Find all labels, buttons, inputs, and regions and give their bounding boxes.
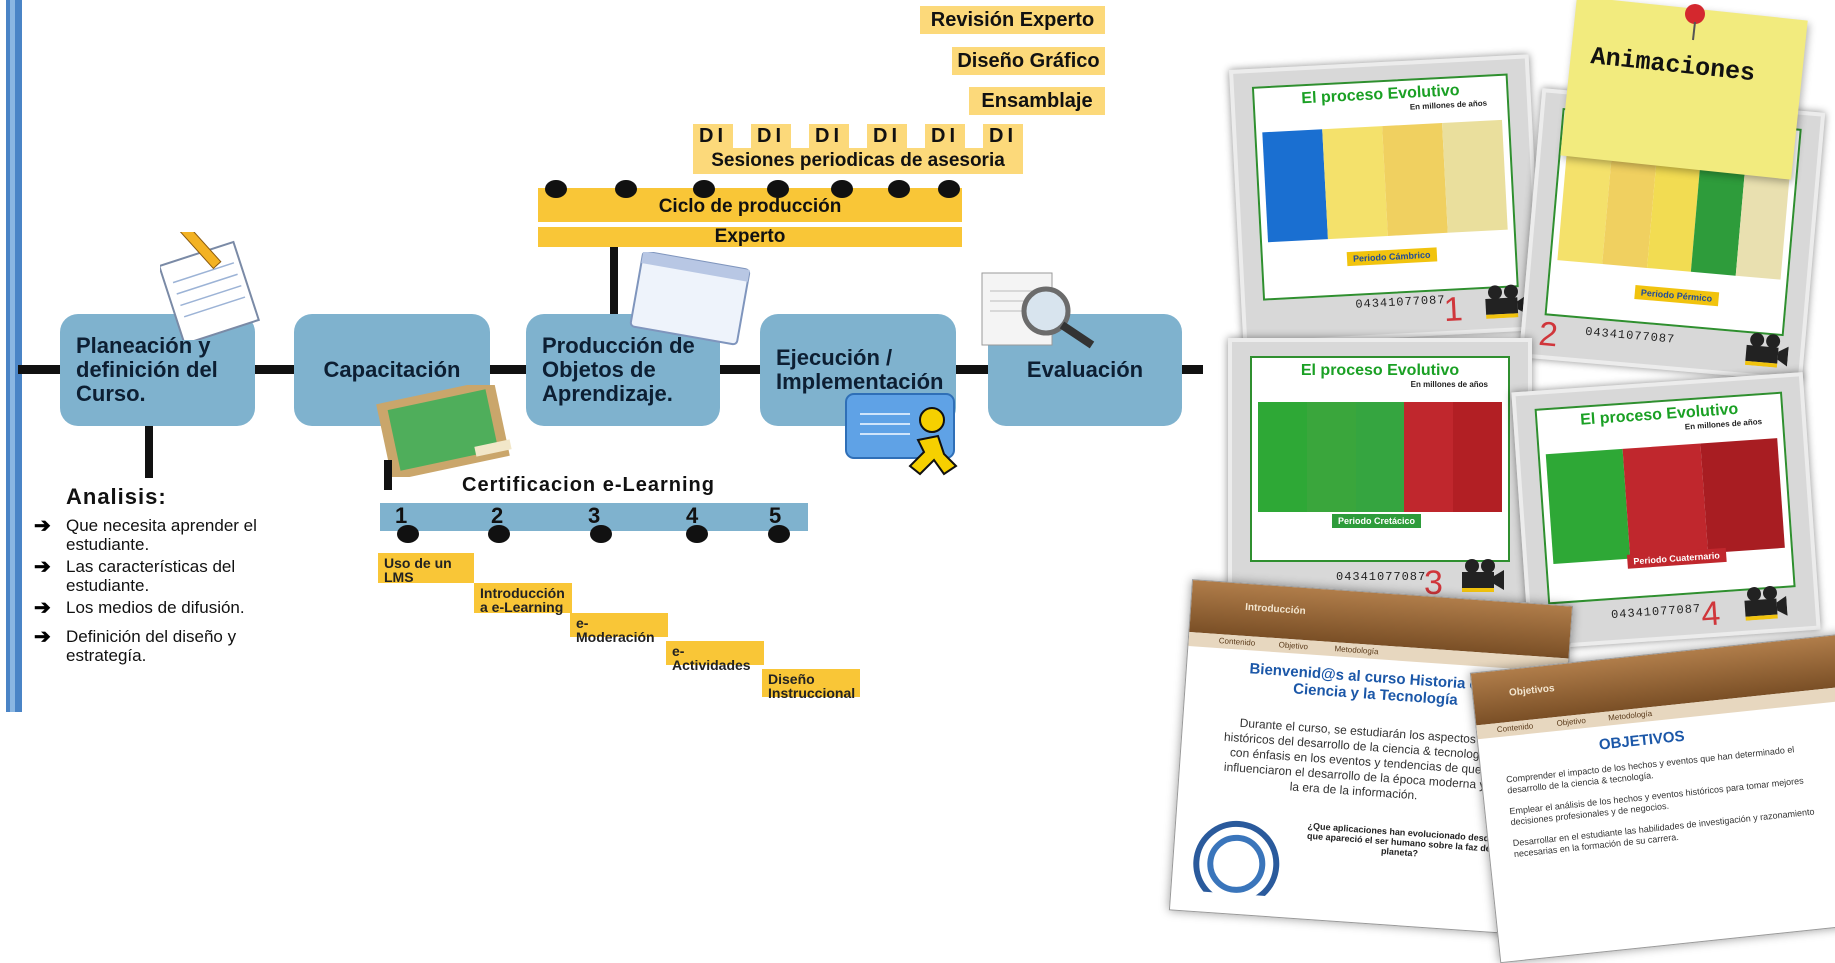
- swirl-decoration: [1193, 820, 1280, 898]
- card-cells: [1258, 402, 1502, 512]
- card-screen: El proceso Evolutivo En millones de años…: [1534, 391, 1796, 605]
- cert-number: 5: [769, 503, 782, 528]
- card-cells: [1545, 438, 1785, 564]
- tab-metodologia[interactable]: Metodología: [1607, 708, 1653, 723]
- timeline-dot: [693, 180, 715, 198]
- card-number: 4: [1700, 594, 1722, 634]
- cert-dot: [488, 525, 510, 543]
- cert-dot: [768, 525, 790, 543]
- analisis-item-text: Las características del estudiante.: [66, 557, 236, 595]
- connector-line: [145, 426, 153, 478]
- certificacion-title: Certificacion e-Learning: [462, 474, 715, 496]
- cert-dot: [686, 525, 708, 543]
- tab-contenido[interactable]: Contenido: [1496, 721, 1534, 735]
- animation-card-3: El proceso Evolutivo En millones de años…: [1228, 338, 1532, 606]
- card-code: 04341077087: [1355, 293, 1446, 312]
- connector-line: [610, 247, 618, 315]
- cert-number: 1: [395, 503, 408, 528]
- arrow-right-icon: ➔: [34, 597, 51, 619]
- cert-step-lms: Uso de un LMS: [378, 553, 474, 584]
- analisis-item-text: Que necesita aprender el estudiante.: [66, 516, 257, 554]
- card-number: 2: [1537, 314, 1560, 355]
- phase-evaluacion: Evaluación: [988, 314, 1182, 426]
- arrow-right-icon: ➔: [34, 556, 51, 578]
- di-row: DI DI DI DI DI DI: [693, 124, 1023, 148]
- di-label: DI: [809, 124, 849, 148]
- tab-objetivo[interactable]: Objetivo: [1278, 640, 1309, 652]
- card-cells: [1262, 119, 1508, 243]
- timeline-dot: [938, 180, 960, 198]
- cert-step-intro: Introducción a e-Learning: [474, 583, 572, 614]
- video-camera-icon: [1462, 559, 1504, 592]
- course-intro-screen: Introducción Contenido Objetivo Metodolo…: [1168, 579, 1574, 937]
- video-camera-icon: [1485, 284, 1529, 319]
- card-code: 04341077087: [1336, 570, 1427, 584]
- card-number: 1: [1442, 290, 1464, 330]
- label-ciclo-produccion: Ciclo de producción: [658, 196, 842, 217]
- cert-step-actividades: e-Actividades: [666, 641, 764, 672]
- cert-number: 2: [491, 503, 504, 528]
- di-label: DI: [925, 124, 965, 148]
- label-revision-experto: Revisión Experto: [920, 6, 1105, 34]
- card-code: 04341077087: [1610, 601, 1702, 623]
- doc-title: OBJETIVOS: [1598, 727, 1686, 754]
- animation-card-1: El proceso Evolutivo En millones de años…: [1228, 54, 1544, 346]
- label-experto: Experto: [538, 226, 962, 247]
- card-screen: El proceso Evolutivo En millones de años…: [1250, 356, 1510, 562]
- timeline-dot: [767, 180, 789, 198]
- pushpin-icon: [1685, 4, 1705, 41]
- card-period: Periodo Cretácico: [1332, 514, 1422, 528]
- course-objectives-screen: Objetivos Contenido Objetivo Metodología…: [1469, 632, 1835, 963]
- card-screen: El proceso Evolutivo En millones de años…: [1251, 73, 1519, 301]
- card-number: 3: [1424, 564, 1443, 602]
- di-label: DI: [867, 124, 907, 148]
- animation-card-4: El proceso Evolutivo En millones de años…: [1511, 372, 1821, 650]
- timeline-dot: [888, 180, 910, 198]
- label-sesiones: Sesiones periodicas de asesoria: [693, 148, 1023, 174]
- label-diseno-grafico: Diseño Gráfico: [952, 47, 1105, 75]
- cert-number: 3: [588, 503, 601, 528]
- chalkboard-icon: [376, 385, 512, 477]
- timeline-dot: [831, 180, 853, 198]
- di-label: DI: [693, 124, 733, 148]
- cert-dot: [590, 525, 612, 543]
- tab-objetivo[interactable]: Objetivo: [1556, 715, 1587, 728]
- magnifier-document-icon: [981, 272, 1095, 349]
- arrow-right-icon: ➔: [34, 626, 51, 648]
- connector-line: [384, 460, 392, 490]
- card-title: El proceso Evolutivo: [1300, 362, 1460, 379]
- timeline-dot: [615, 180, 637, 198]
- cert-dot: [397, 525, 419, 543]
- cert-step-moderacion: e-Moderación: [570, 613, 668, 644]
- notepad-pencil-icon: [160, 232, 261, 340]
- chat-runner-icon: [845, 393, 958, 476]
- card-subtitle: En millones de años: [1410, 380, 1488, 389]
- card-period: Periodo Pérmico: [1634, 285, 1719, 307]
- browser-window-icon: [629, 252, 751, 346]
- sticky-note-label: Animaciones: [1589, 42, 1757, 89]
- card-period: Periodo Cámbrico: [1346, 247, 1437, 267]
- doc-question: ¿Que aplicaciones han evolucionado desde…: [1306, 820, 1495, 859]
- doc-body: Durante el curso, se estudiarán los aspe…: [1223, 715, 1491, 803]
- video-camera-icon: [1744, 585, 1788, 621]
- card-code: 04341077087: [1584, 324, 1676, 347]
- analisis-title: Analisis:: [66, 484, 167, 509]
- left-accent-stripe: [10, 0, 15, 712]
- analisis-item-text: Definición del diseño y estrategía.: [66, 627, 237, 665]
- tab-metodologia[interactable]: Metodología: [1334, 644, 1379, 657]
- analisis-item-text: Los medios de difusión.: [66, 598, 245, 617]
- di-label: DI: [751, 124, 791, 148]
- tab-contenido[interactable]: Contenido: [1218, 636, 1256, 648]
- animation-card-2: Periodo Pérmico 04341077087 2: [1518, 88, 1826, 382]
- arrow-right-icon: ➔: [34, 515, 51, 537]
- label-ensamblaje: Ensamblaje: [969, 87, 1105, 115]
- video-camera-icon: [1744, 332, 1789, 368]
- objectives-list: Comprender el impacto de los hechos y ev…: [1506, 740, 1835, 860]
- di-label: DI: [983, 124, 1023, 148]
- cert-step-diseno: Diseño Instruccional: [762, 669, 860, 700]
- timeline-dot: [545, 180, 567, 198]
- cert-number: 4: [686, 503, 699, 528]
